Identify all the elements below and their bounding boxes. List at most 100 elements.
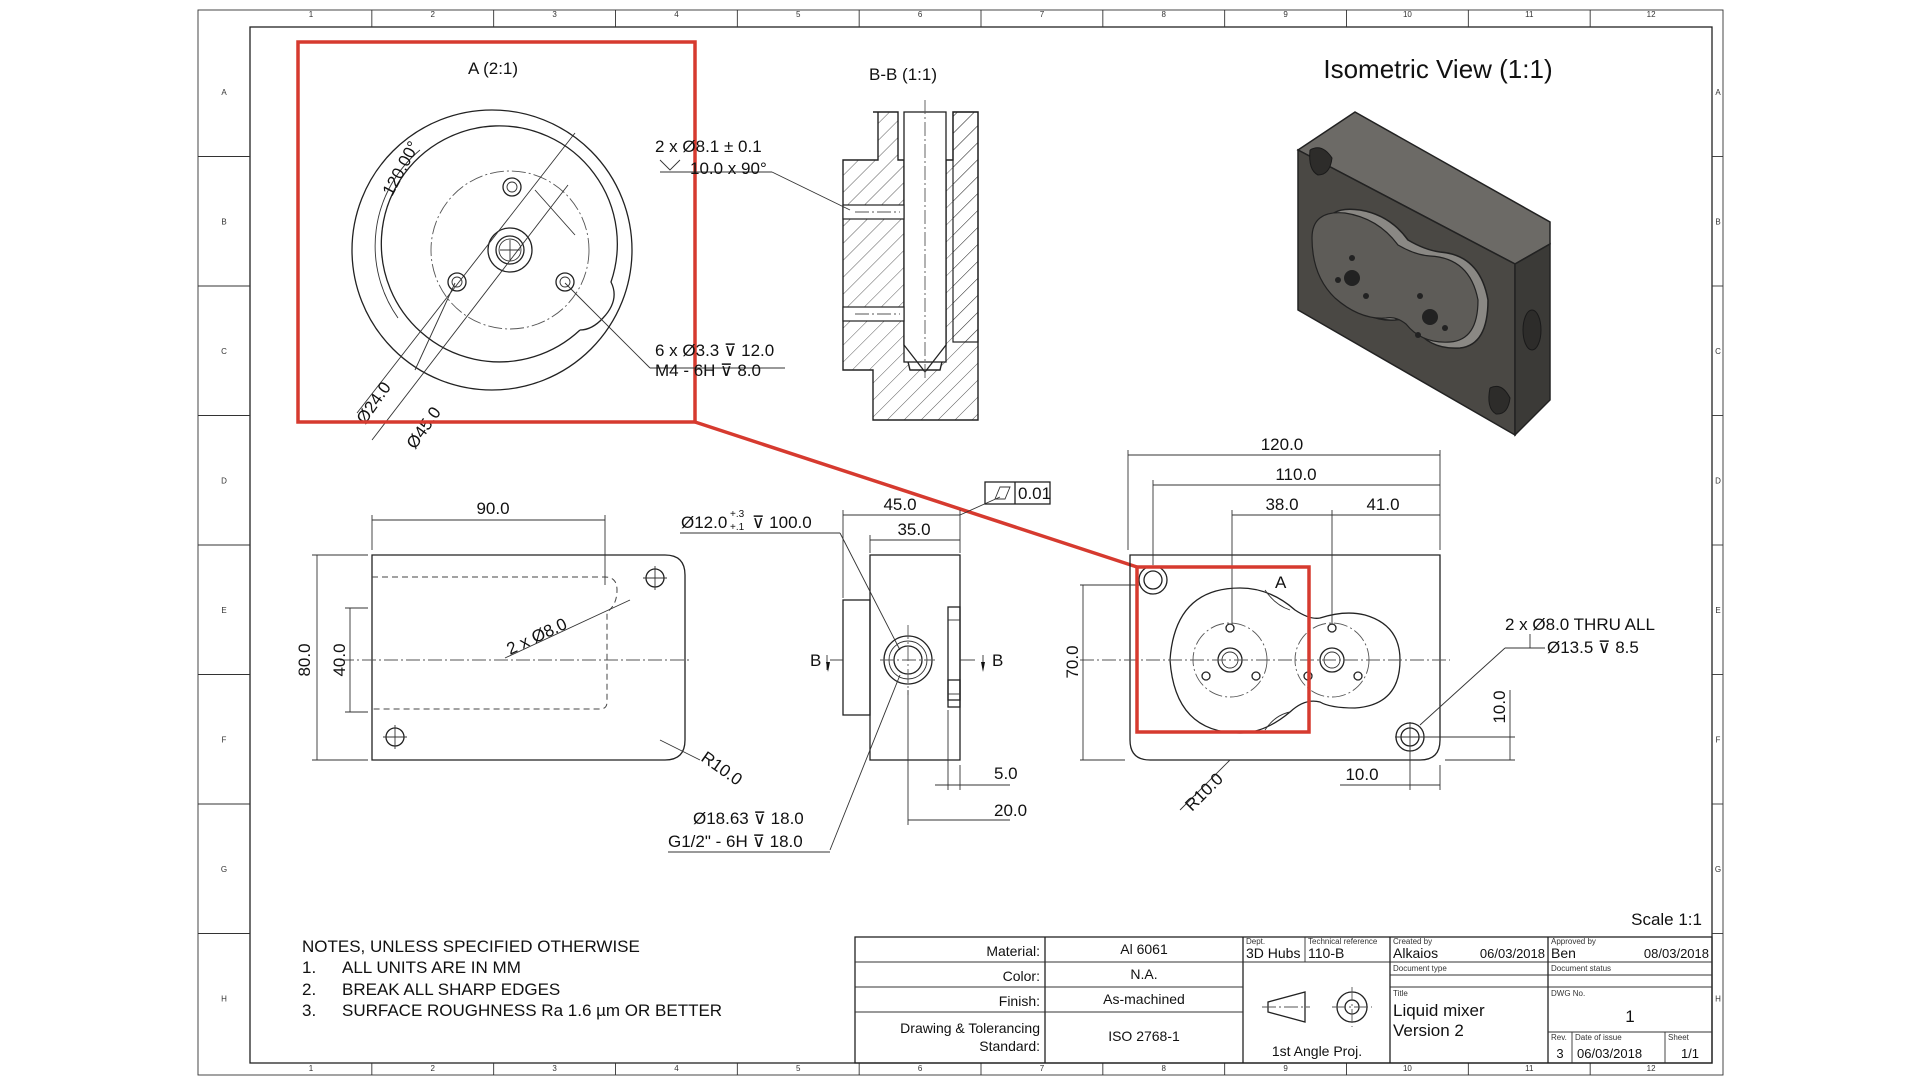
tb-standard: ISO 2768-1 [1108, 1028, 1180, 1044]
tb-dept: 3D Hubs [1246, 945, 1300, 961]
border-col-label: 1 [309, 10, 314, 19]
tb-created-date: 06/03/2018 [1480, 946, 1545, 961]
border-col-label: 5 [796, 10, 801, 19]
tb-title-1: Liquid mixer [1393, 1001, 1485, 1020]
border-col-label: 8 [1162, 10, 1167, 19]
border-row-label: C [221, 347, 227, 356]
detail-a-leader [694, 420, 1138, 569]
dim-right-120: 120.0 [1261, 435, 1304, 454]
note-1-num: 1. [302, 958, 316, 977]
tb-title-2: Version 2 [1393, 1021, 1464, 1040]
dim-mid-20: 20.0 [994, 801, 1027, 820]
tb-created-by: Alkaios [1393, 945, 1438, 961]
border-row-label: H [1715, 994, 1721, 1003]
border-col-label: 2 [431, 1064, 436, 1073]
tb-approved-label: Approved by [1551, 937, 1596, 946]
border-row-label: B [1715, 217, 1720, 226]
bb-callout-4: M4 - 6H ⊽ 8.0 [655, 361, 761, 380]
dim-right-41: 41.0 [1366, 495, 1399, 514]
border-row-label: D [1715, 476, 1721, 485]
detail-a-marker-label: A [1275, 573, 1287, 592]
tb-dwg: 1 [1625, 1007, 1634, 1026]
dim-left-2x8: 2 x Ø8.0 [504, 614, 570, 658]
title-block: Material: Al 6061 Color: N.A. Finish: As… [854, 936, 1713, 1064]
dim-detail-a-d45: Ø45.0 [403, 403, 445, 452]
isometric-view: Isometric View (1:1) [1296, 54, 1553, 437]
dim-mid-tol-minus: +.1 [730, 522, 745, 533]
tb-docstatus-label: Document status [1551, 964, 1611, 973]
notes-title: NOTES, UNLESS SPECIFIED OTHERWISE [302, 937, 640, 956]
dim-detail-a-angle: 120.00° [379, 138, 423, 199]
tb-doctype-label: Document type [1393, 964, 1447, 973]
scale-label: Scale 1:1 [1631, 910, 1702, 929]
border-col-label: 6 [918, 1064, 923, 1073]
dim-mid-d1863: Ø18.63 ⊽ 18.0 [693, 809, 804, 828]
section-label-b-right: B [992, 651, 1003, 670]
tb-title-label: Title [1393, 989, 1408, 998]
inner-frame [249, 26, 1713, 1064]
iso-title: Isometric View (1:1) [1323, 54, 1552, 84]
border-col-label: 3 [552, 1064, 557, 1073]
projection-symbol [1262, 987, 1372, 1027]
tb-color-label: Color: [1003, 968, 1040, 984]
notes-block: NOTES, UNLESS SPECIFIED OTHERWISE 1. ALL… [302, 937, 722, 1020]
border-col-label: 7 [1040, 10, 1045, 19]
tb-dwg-label: DWG No. [1551, 989, 1585, 998]
border-row-label: C [1715, 347, 1721, 356]
border-col-label: 5 [796, 1064, 801, 1073]
flatness-tolerance: 0.01 [1018, 484, 1051, 503]
note-3: SURFACE ROUGHNESS Ra 1.6 µm OR BETTER [342, 1001, 722, 1020]
border-row-label: E [1715, 606, 1720, 615]
border-row-label: B [221, 217, 226, 226]
dim-left-90: 90.0 [476, 499, 509, 518]
note-2: BREAK ALL SHARP EDGES [342, 980, 560, 999]
border-col-label: 8 [1162, 1064, 1167, 1073]
bb-callout-3: 6 x Ø3.3 ⊽ 12.0 [655, 341, 774, 360]
border-row-label: D [221, 476, 227, 485]
dim-mid-tol-plus: +.3 [730, 509, 745, 520]
note-2-num: 2. [302, 980, 316, 999]
border-col-label: 6 [918, 10, 923, 19]
border-col-label: 12 [1647, 10, 1656, 19]
tb-std-label-1: Drawing & Tolerancing [900, 1020, 1040, 1036]
dim-right-thru-2: Ø13.5 ⊽ 8.5 [1547, 638, 1639, 657]
section-bb-title: B-B (1:1) [869, 65, 937, 84]
dim-right-10v: 10.0 [1490, 690, 1509, 723]
tb-projection: 1st Angle Proj. [1272, 1043, 1362, 1059]
border-col-label: 3 [552, 10, 557, 19]
border-col-label: 10 [1403, 1064, 1412, 1073]
dim-right-thru-1: 2 x Ø8.0 THRU ALL [1505, 615, 1655, 634]
dim-right-38: 38.0 [1265, 495, 1298, 514]
tb-approved-date: 08/03/2018 [1644, 946, 1709, 961]
border-row-label: F [222, 735, 227, 744]
dim-mid-depth: ⊽ 100.0 [752, 513, 812, 532]
top-view: 120.0 110.0 38.0 41.0 70.0 10.0 10.0 R10… [1063, 435, 1655, 815]
side-view: B B 45.0 35.0 0.01 Ø12.0 +.3 +.1 ⊽ 100.0… [668, 481, 1051, 853]
border-col-label: 1 [309, 1064, 314, 1073]
tb-material-label: Material: [986, 943, 1040, 959]
detail-view-a: A (2:1) 120.00° Ø24.0 Ø45.0 [351, 59, 633, 452]
border-col-label: 2 [431, 10, 436, 19]
note-3-num: 3. [302, 1001, 316, 1020]
dim-left-80: 80.0 [295, 643, 314, 676]
tb-issue-label: Date of issue [1575, 1033, 1622, 1042]
detail-a-title: A (2:1) [468, 59, 518, 78]
tb-approved-by: Ben [1551, 945, 1576, 961]
border-row-label: G [1715, 865, 1721, 874]
border-col-label: 11 [1525, 1064, 1534, 1073]
tb-issue: 06/03/2018 [1577, 1046, 1642, 1061]
dim-mid-d12: Ø12.0 [681, 513, 727, 532]
detail-a-frame [296, 40, 697, 424]
dim-right-70: 70.0 [1063, 645, 1082, 678]
tb-color: N.A. [1130, 966, 1157, 982]
detail-a-marker-frame [1135, 565, 1311, 734]
border-col-label: 10 [1403, 10, 1412, 19]
outer-frame [197, 9, 1724, 1076]
section-label-b-left: B [810, 651, 821, 670]
dim-mid-g12: G1/2" - 6H ⊽ 18.0 [668, 832, 803, 851]
dim-mid-35: 35.0 [897, 520, 930, 539]
dim-detail-a-d24: Ø24.0 [353, 378, 395, 427]
border-row-label: H [221, 994, 227, 1003]
tb-material: Al 6061 [1120, 941, 1168, 957]
